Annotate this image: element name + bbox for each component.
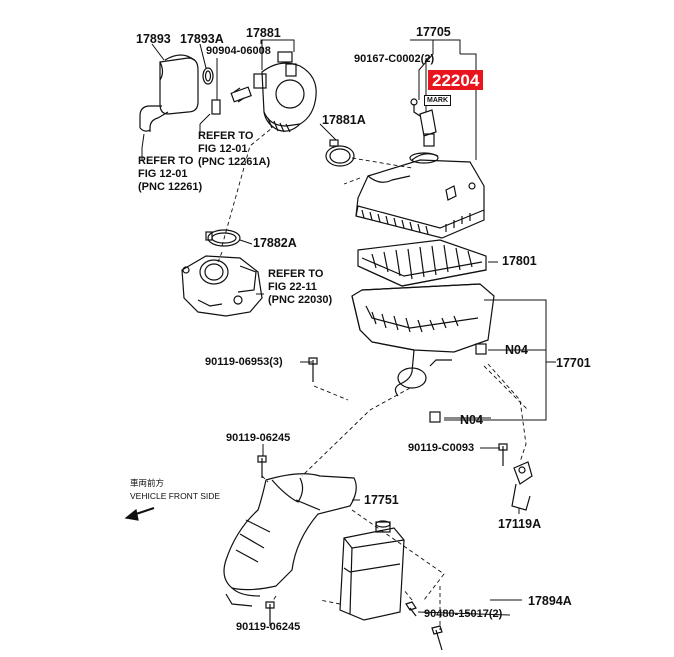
refer-brackets: [141, 113, 264, 295]
label-90167-C0002: 90167-C0002(2): [354, 53, 435, 65]
refer-fig-12-01-right[interactable]: REFER TO FIG 12-01 (PNC 12261A): [198, 130, 271, 168]
part-90904-connector: [211, 86, 252, 115]
part-17801-filter: [357, 239, 487, 287]
label-N04-upper: N04: [505, 343, 528, 357]
label-90119-C0093: 90119-C0093: [408, 442, 475, 454]
assembly-dashed-lines: [217, 127, 529, 630]
mark-tag: MARK: [424, 95, 451, 106]
vehicle-front-arrow: [124, 507, 155, 521]
label-17894A: 17894A: [528, 594, 572, 608]
part-17893-hose: [139, 54, 199, 132]
label-17751: 17751: [364, 493, 399, 507]
label-17801: 17801: [502, 254, 537, 268]
label-17893: 17893: [136, 32, 171, 46]
part-17119A-bracket: [511, 461, 533, 511]
vehicle-front-en: VEHICLE FRONT SIDE: [130, 491, 221, 501]
label-N04-lower: N04: [460, 413, 483, 427]
refer-fig-22-11[interactable]: REFER TO FIG 22-11 (PNC 22030): [268, 268, 333, 306]
leader-lines: [151, 39, 556, 626]
part-17882A-clamp: [205, 229, 241, 247]
label-90119-06245-top: 90119-06245: [226, 432, 291, 444]
part-17881A-clamp: [325, 139, 355, 167]
label-17701: 17701: [556, 356, 591, 370]
part-17701-cleaner-case: [351, 283, 495, 423]
label-90904-06008: 90904-06008: [206, 45, 271, 57]
highlight-22204[interactable]: 22204: [428, 70, 484, 90]
part-17705-cleaner-cap: [355, 152, 485, 239]
label-90119-06953: 90119-06953(3): [205, 356, 283, 368]
label-17119A: 17119A: [498, 517, 542, 531]
part-17881-air-hose: [253, 51, 317, 133]
label-17882A: 17882A: [253, 236, 297, 250]
label-17881: 17881: [246, 26, 281, 40]
label-17893A: 17893A: [180, 32, 224, 46]
part-17751-intake-duct: [223, 473, 357, 607]
part-17893A-clamp: [202, 67, 214, 85]
part-17894A-resonator: [339, 520, 405, 621]
label-90480-15017: 90480-15017(2): [424, 608, 503, 620]
vehicle-front-jp: 車両前方: [130, 478, 165, 488]
label-90119-06245-bottom: 90119-06245: [236, 621, 301, 633]
throttle-body: [181, 255, 263, 317]
label-17881A: 17881A: [322, 113, 366, 127]
part-22204-sensor: [410, 98, 437, 147]
label-17705: 17705: [416, 25, 451, 39]
refer-fig-12-01-left[interactable]: REFER TO FIG 12-01 (PNC 12261): [138, 155, 203, 193]
